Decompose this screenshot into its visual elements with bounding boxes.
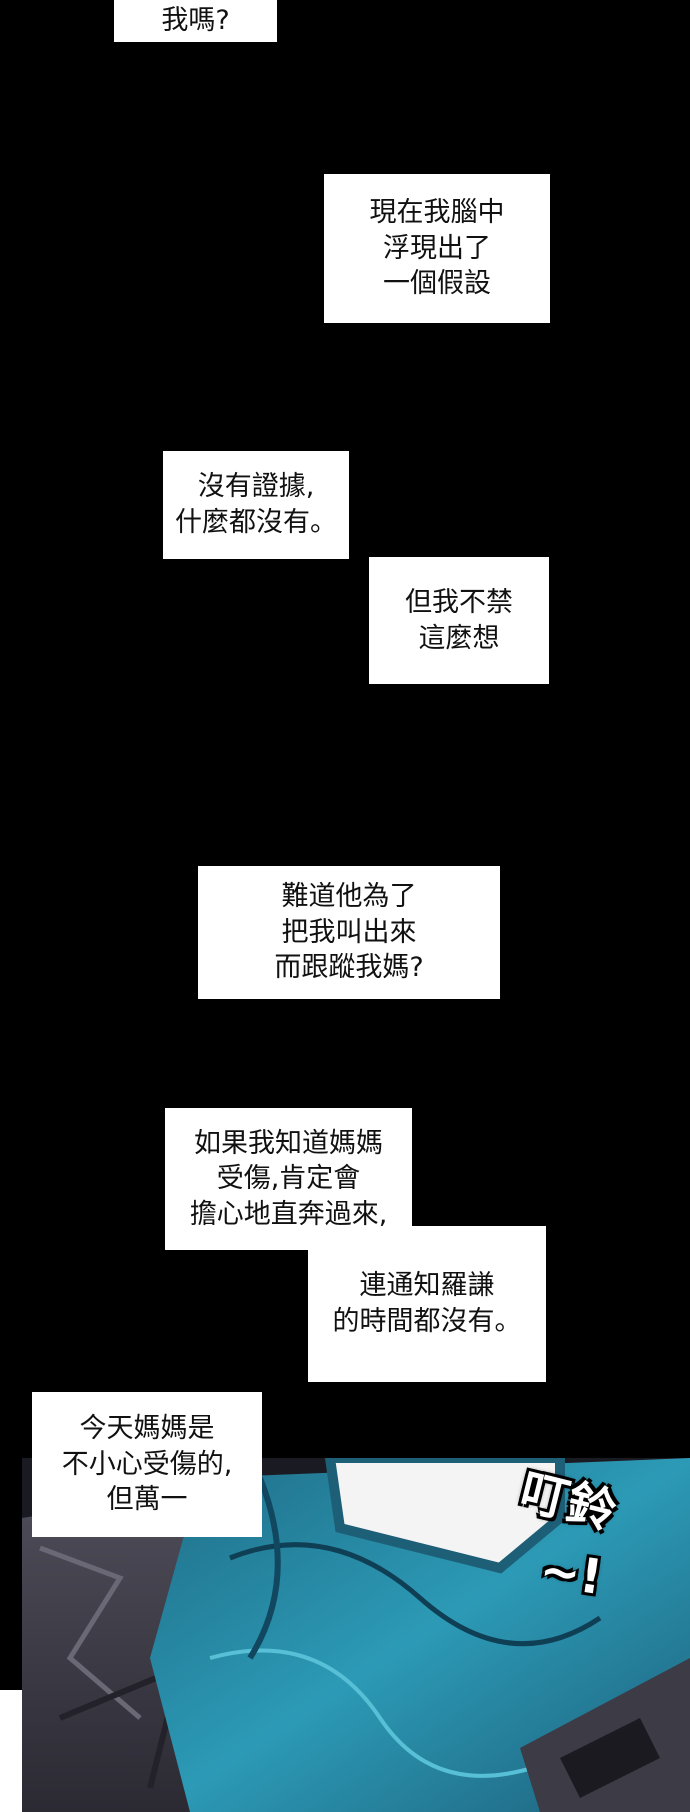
speech-box-3: 沒有證據, 什麼都沒有。 bbox=[163, 451, 349, 559]
speech-box-8: 今天媽媽是 不小心受傷的, 但萬一 bbox=[32, 1392, 262, 1537]
sound-effect-tilde: ~! bbox=[536, 1541, 606, 1607]
illustration-panel: 叮鈴 ~! bbox=[0, 1458, 690, 1812]
speech-box-1: 我嗎? bbox=[114, 0, 277, 42]
speech-box-2: 現在我腦中 浮現出了 一個假設 bbox=[324, 174, 550, 323]
speech-box-6: 如果我知道媽媽 受傷,肯定會 擔心地直奔過來, bbox=[165, 1108, 412, 1250]
bag-illustration bbox=[0, 1458, 690, 1812]
speech-box-7: 連通知羅謙 的時間都沒有。 bbox=[308, 1226, 546, 1382]
speech-box-5: 難道他為了 把我叫出來 而跟蹤我媽? bbox=[198, 866, 500, 999]
speech-box-4: 但我不禁 這麼想 bbox=[369, 557, 549, 684]
